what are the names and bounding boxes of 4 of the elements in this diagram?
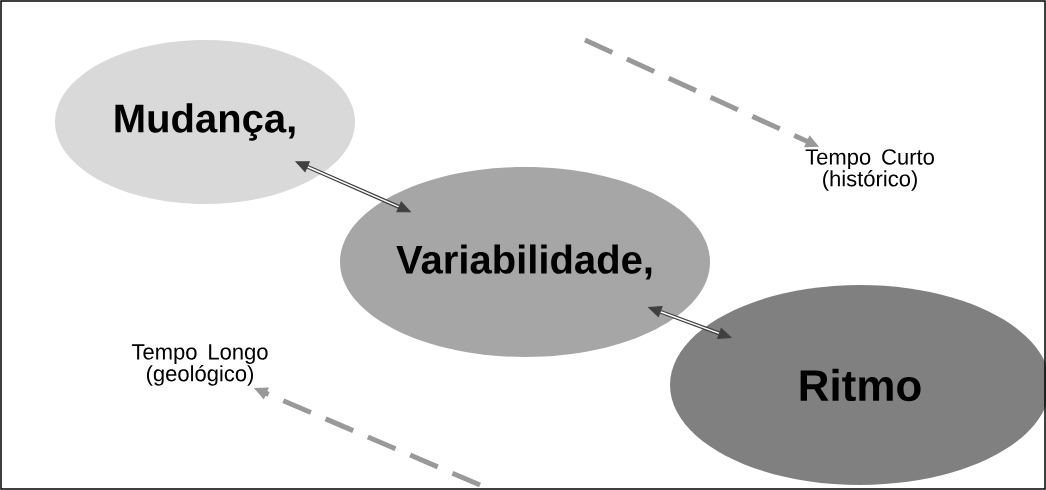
text-label: Tempo Curto (histórico): [805, 149, 934, 191]
ellipse-node: Mudança,: [55, 40, 355, 204]
text-label: Tempo Longo (geológico): [131, 344, 268, 386]
ellipse-node: Variabilidade,: [340, 167, 710, 357]
